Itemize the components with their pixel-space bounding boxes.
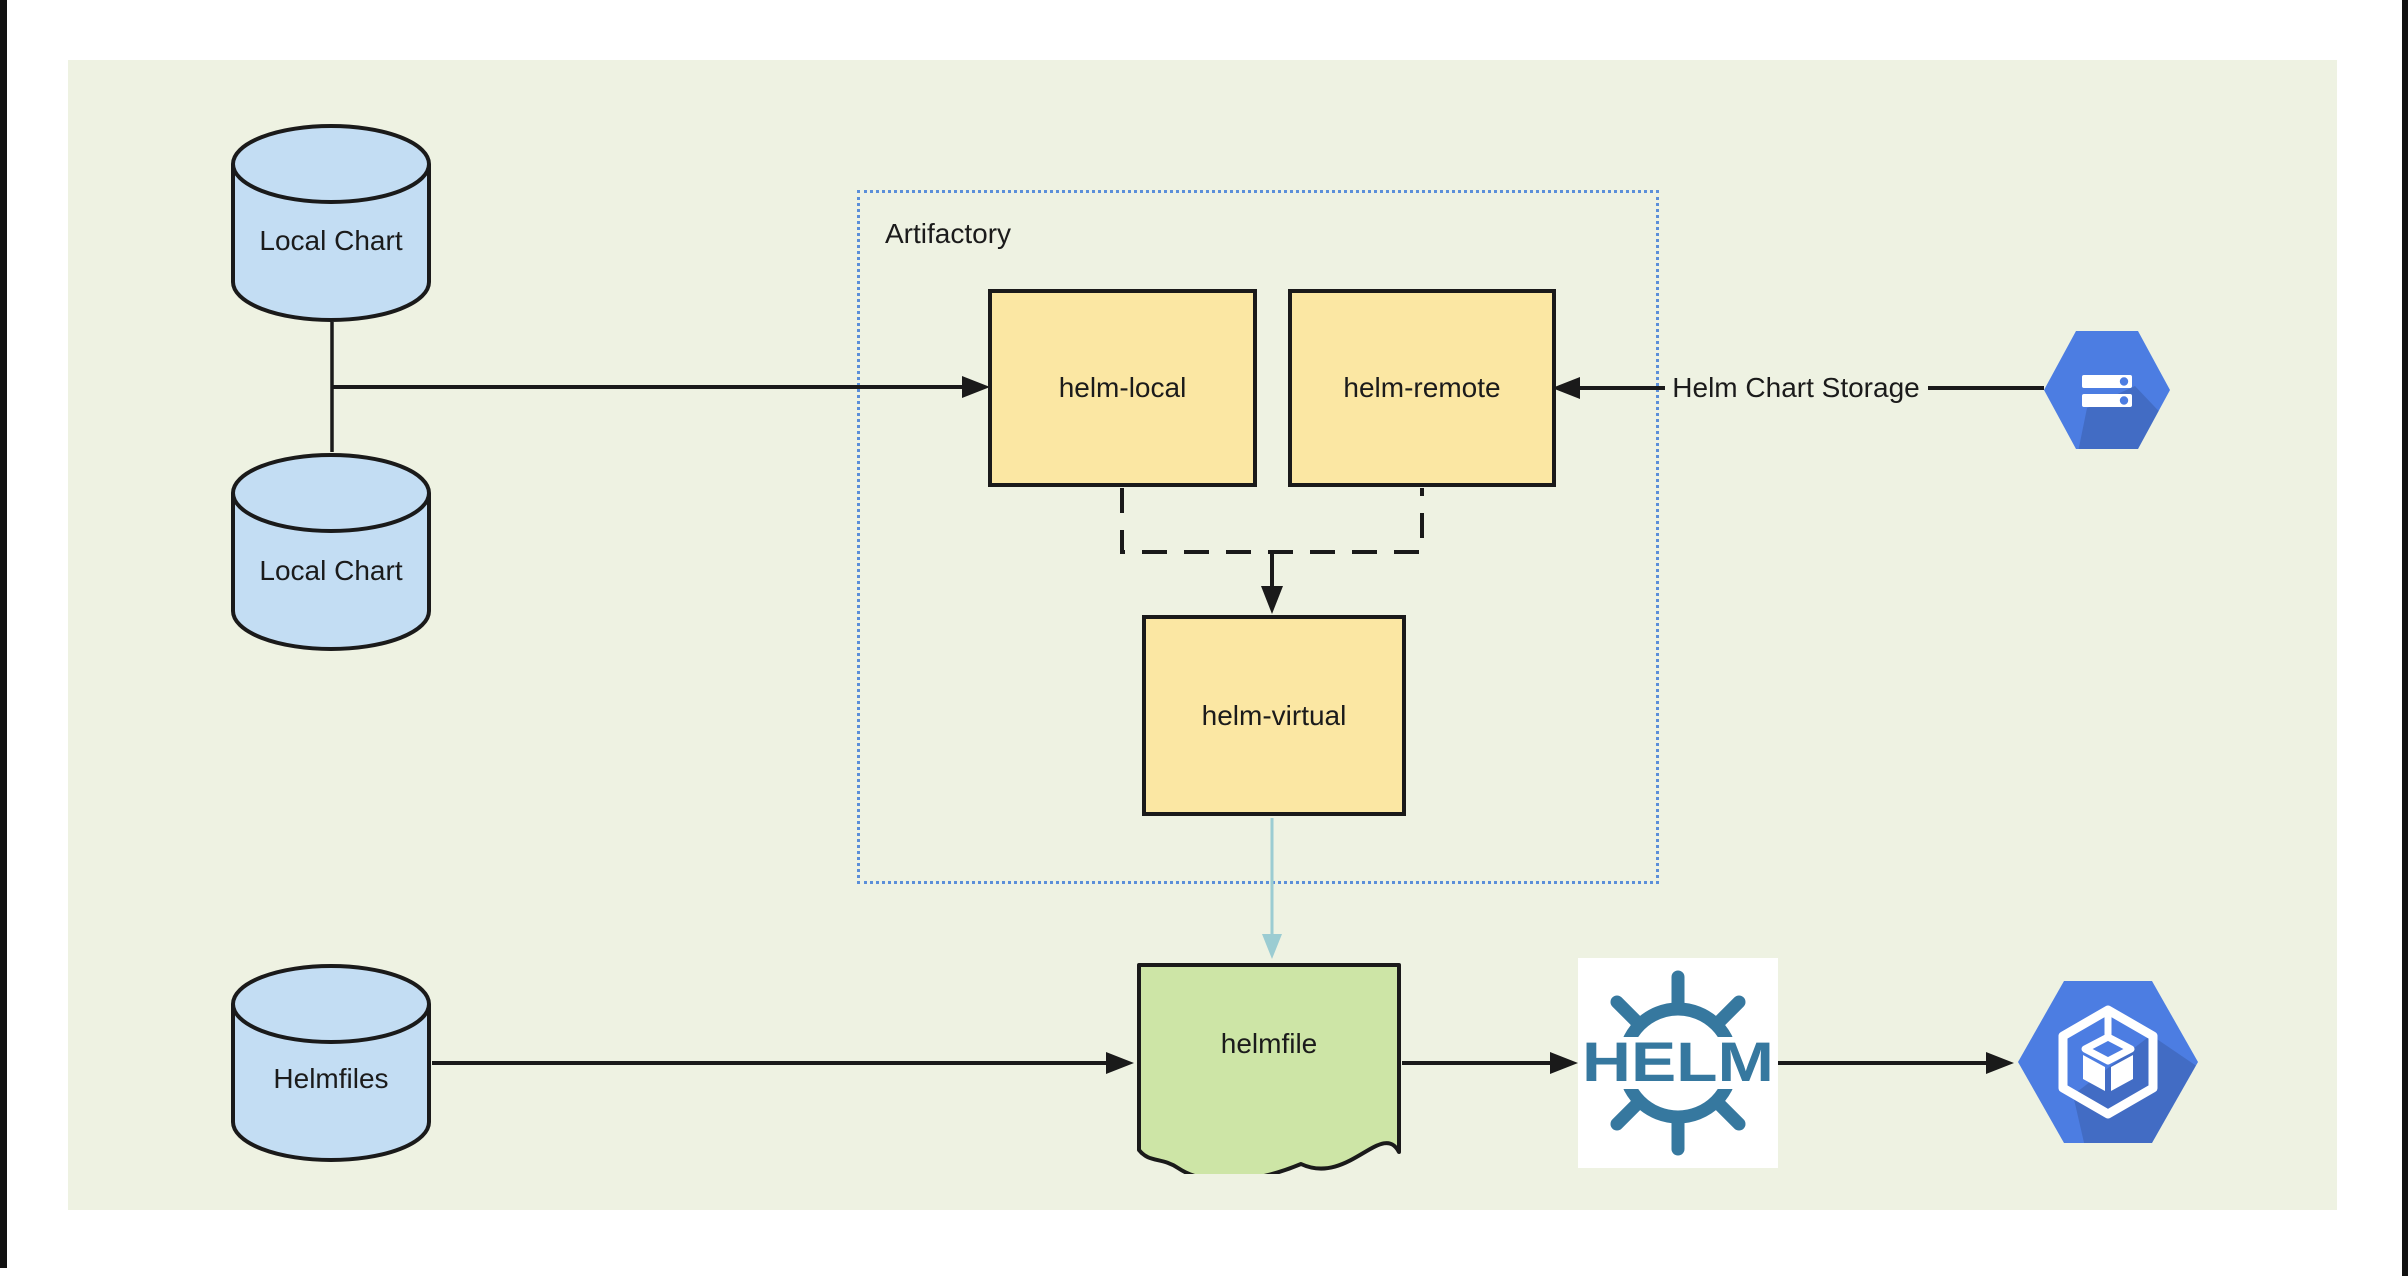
gke-cluster-icon xyxy=(2058,1005,2158,1119)
helm-remote-label: helm-remote xyxy=(1343,372,1501,403)
helm-local-node: helm-local xyxy=(988,289,1257,487)
helm-logo-text: HELM xyxy=(1582,1030,1774,1093)
helm-chart-storage-label: Helm Chart Storage xyxy=(1672,372,1920,403)
helm-virtual-label: helm-virtual xyxy=(1201,699,1347,731)
artifactory-group-label: Artifactory xyxy=(885,218,1012,249)
helm-virtual-node: helm-virtual xyxy=(1142,615,1406,816)
helm-local-label: helm-local xyxy=(1058,372,1187,403)
helmfiles-cylinder xyxy=(231,964,431,1162)
helm-wheel-icon: HELM xyxy=(1576,970,1780,1156)
gcs-storage-icon xyxy=(2082,375,2132,407)
gke-hexagon xyxy=(2018,981,2198,1143)
helmfile-document xyxy=(1137,963,1401,1174)
local-chart-top-cylinder xyxy=(231,124,431,322)
gcs-hexagon-shape xyxy=(2044,331,2170,449)
left-edge-bar xyxy=(0,0,7,1268)
helm-remote-node: helm-remote xyxy=(1288,289,1556,487)
right-edge-bar xyxy=(2402,0,2408,1276)
local-chart-bottom-cylinder xyxy=(231,453,431,651)
helm-logo: HELM xyxy=(1576,958,1780,1168)
artifactory-group-box xyxy=(857,190,1659,884)
gcs-storage-hexagon xyxy=(2044,331,2170,449)
